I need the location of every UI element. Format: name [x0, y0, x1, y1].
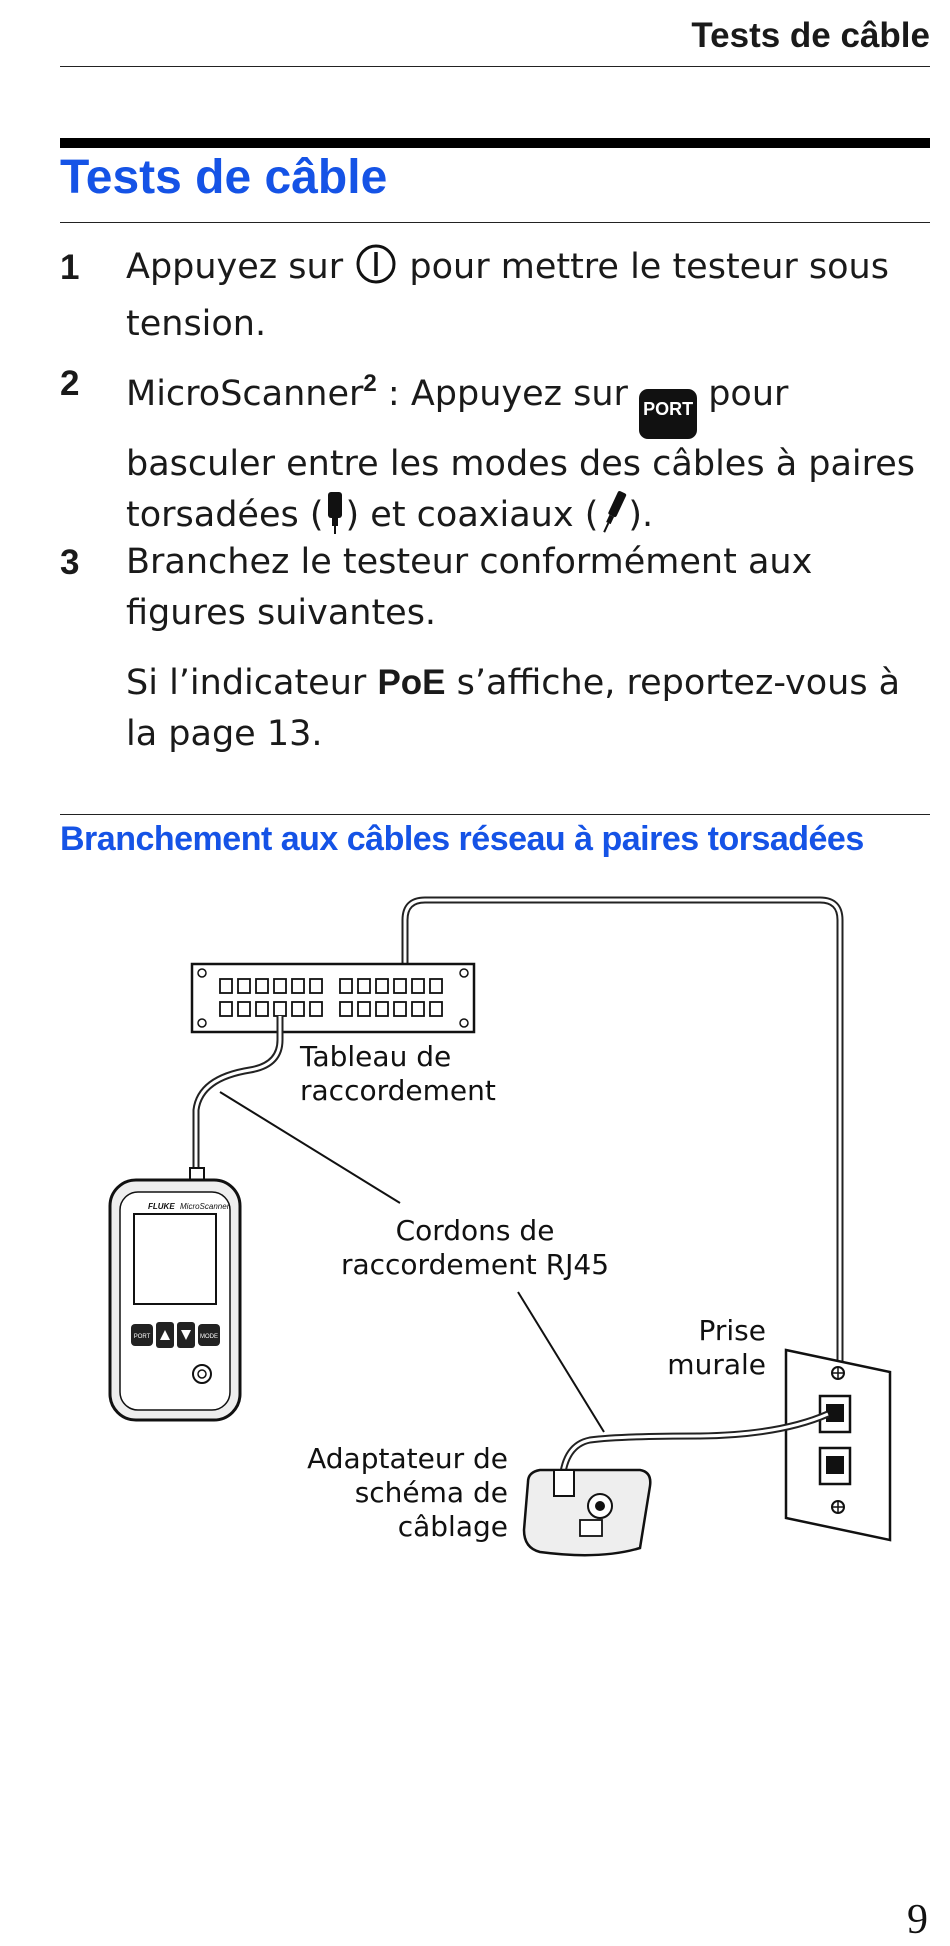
device-key: PORT — [134, 1334, 151, 1340]
connection-diagram: FLUKE MicroScanner PORT MODE Tableau de … — [108, 896, 892, 1557]
step-text: ). — [628, 495, 654, 535]
device-model: MicroScanner — [180, 1202, 230, 1211]
page-title: Tests de câble — [60, 151, 388, 204]
cords-label: raccordement RJ45 — [341, 1248, 609, 1281]
section-rule — [60, 814, 930, 815]
note-text: s’affiche, reportez-vous à la page 13. — [126, 663, 901, 754]
wall-outlet-label: Prise — [699, 1314, 767, 1347]
poe-note: Si l’indicateur PoE s’affiche, reportez-… — [126, 657, 930, 760]
section-rule-thick — [60, 138, 930, 148]
device-brand: FLUKE — [148, 1202, 175, 1211]
tester-device: FLUKE MicroScanner PORT MODE — [108, 1167, 242, 1422]
adapter-label: câblage — [398, 1510, 508, 1543]
product-name: MicroScanner — [126, 374, 364, 414]
patch-panel — [190, 962, 476, 1034]
note-text: Si l’indicateur — [126, 663, 367, 703]
title-rule — [60, 222, 930, 223]
step-1: 1 Appuyez sur pour mettre le testeur sou… — [60, 242, 930, 350]
leader-line — [219, 1091, 401, 1204]
wall-plate — [784, 1348, 892, 1542]
adapter-label: Adaptateur de — [307, 1442, 508, 1475]
power-icon — [354, 244, 398, 299]
step-text: pour mettre le testeur sous tension. — [126, 247, 889, 344]
running-header: Tests de câble — [691, 16, 930, 55]
step-text: : Appuyez sur — [387, 374, 628, 414]
page-number: 9 — [907, 1897, 928, 1943]
step-number: 2 — [60, 364, 80, 403]
step-number: 1 — [60, 248, 80, 287]
wall-outlet-label: murale — [667, 1348, 766, 1381]
footnote-marker: 2 — [363, 370, 377, 397]
step-number: 3 — [60, 543, 80, 582]
patch-panel-label: raccordement — [300, 1074, 496, 1107]
adapter-label: schéma de — [355, 1476, 508, 1509]
step-text: Branchez le testeur conformément aux fig… — [126, 542, 813, 633]
port-key-icon: PORT — [639, 389, 698, 439]
device-key: MODE — [200, 1334, 218, 1340]
twisted-pair-icon — [324, 490, 346, 549]
step-3: 3 Branchez le testeur conformément aux f… — [60, 537, 930, 760]
coax-icon — [598, 490, 628, 549]
cords-label: Cordons de — [396, 1214, 555, 1247]
section-title: Branchement aux câbles réseau à paires t… — [60, 820, 864, 858]
poe-label: PoE — [377, 663, 446, 702]
step-text: Appuyez sur — [126, 247, 344, 287]
leader-line — [517, 1291, 605, 1433]
patch-cord-tester — [192, 1016, 284, 1170]
patch-panel-label: Tableau de — [299, 1040, 451, 1073]
step-text: pour basculer entre les modes des câbles… — [126, 374, 916, 535]
header-rule — [60, 66, 930, 67]
wiremap-adapter — [522, 1468, 652, 1557]
step-2: 2 MicroScanner2 : Appuyez sur PORT pour … — [60, 358, 930, 549]
step-text: ) et coaxiaux ( — [345, 495, 599, 535]
